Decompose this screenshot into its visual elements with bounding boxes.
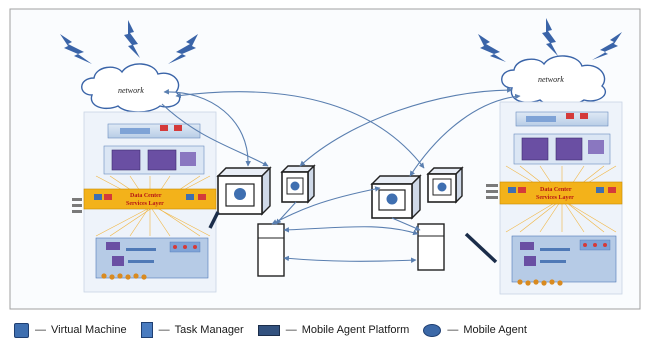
legend-mobile-agent-platform-label: Mobile Agent Platform [301,324,410,336]
left-network-cloud [81,63,181,113]
mobile-agent-icon [423,323,442,337]
left-agent-platform-link [208,211,220,229]
legend-mobile-agent: — Mobile Agent [423,323,527,337]
legend-virtual-machine-label: Virtual Machine [51,324,127,336]
left-services-label-2: Services Layer [126,201,164,207]
mobile-agent-platform-icon [257,324,280,336]
right-network-label: network [538,75,564,84]
legend-mobile-agent-platform: — Mobile Agent Platform [257,324,410,336]
left-vm-1 [216,166,272,216]
legend-virtual-machine: — Virtual Machine [14,322,127,338]
left-antenna-icons [60,20,198,64]
virtual-machine-icon [14,322,29,338]
legend-task-manager: — Task Manager [140,322,244,338]
right-vm-1 [370,174,422,220]
left-site: network Data Center Services Layer [60,20,217,293]
connection-arrows [161,87,521,263]
right-services-label-1: Data Center [540,187,572,193]
right-task-manager [417,223,445,271]
left-network-label: network [118,86,144,95]
right-antenna-icons [478,18,622,62]
right-services-layer [499,181,623,205]
left-services-layer [83,188,217,210]
right-client-row [517,279,563,286]
task-manager-icon [140,322,153,338]
left-client-row [101,273,147,280]
legend: — Virtual Machine — Task Manager — Mobil… [14,318,634,342]
right-services-label-2: Services Layer [536,195,574,201]
left-services-label-1: Data Center [130,193,162,199]
legend-mobile-agent-label: Mobile Agent [463,324,527,336]
left-vm-2 [280,164,316,204]
right-agent-platform-link [464,232,498,264]
legend-task-manager-label: Task Manager [174,324,244,336]
right-vm-2 [426,166,464,204]
left-task-manager [257,223,285,277]
